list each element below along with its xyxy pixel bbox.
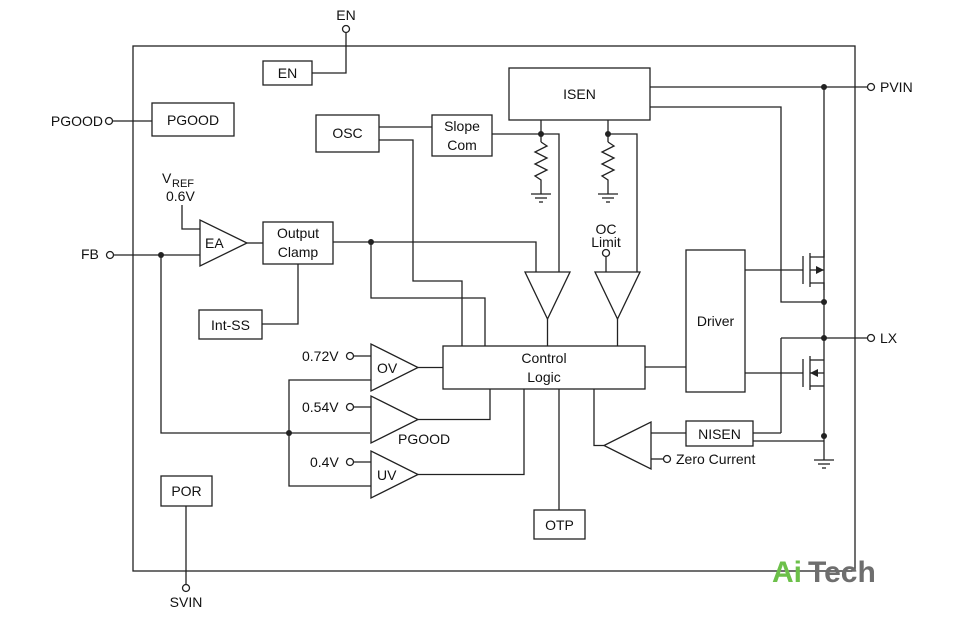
isen-sense-wire — [650, 106, 824, 303]
fb-uv-wire — [288, 433, 371, 487]
pwm-comparator — [523, 271, 572, 346]
svg-text:V: V — [162, 170, 172, 186]
pvin-pin-label: PVIN — [880, 79, 913, 95]
svg-text:Tech: Tech — [808, 556, 876, 589]
por-block: POR — [160, 475, 213, 507]
vref-label: V REF 0.6V — [162, 170, 195, 204]
svg-text:Driver: Driver — [697, 313, 735, 329]
en-block: EN — [262, 60, 313, 86]
zero-current-comparator: Zero Current — [593, 389, 755, 471]
svg-text:Com: Com — [447, 137, 477, 153]
pgood-block: PGOOD — [151, 102, 235, 137]
lx-pin-label: LX — [880, 330, 898, 346]
vref-wire — [181, 205, 200, 230]
fb-ov-wire — [288, 379, 371, 433]
svg-text:EA: EA — [205, 235, 224, 251]
output-clamp-block: Output Clamp — [262, 221, 334, 265]
svg-text:REF: REF — [172, 178, 194, 190]
osc-block: OSC — [315, 114, 380, 153]
lx-pin: LX — [780, 330, 898, 433]
svg-text:OTP: OTP — [545, 517, 574, 533]
svg-text:0.6V: 0.6V — [166, 188, 195, 204]
svg-text:PGOOD: PGOOD — [167, 112, 219, 128]
pgood-comparator: 0.54V PGOOD — [302, 389, 491, 447]
svg-text:Zero Current: Zero Current — [676, 451, 755, 467]
en-pin: EN — [312, 7, 356, 74]
fb-pin: FB — [81, 246, 370, 436]
clamp-comp-wire — [333, 241, 537, 272]
isen-block: ISEN — [508, 67, 651, 121]
ov-comparator: 0.72V OV — [302, 342, 443, 393]
high-side-mosfet — [745, 250, 825, 290]
svg-text:Output: Output — [277, 225, 319, 241]
isen-sense-resistor-left — [531, 120, 560, 272]
intss-wire — [262, 264, 299, 325]
svg-text:Int-SS: Int-SS — [211, 317, 250, 333]
svg-text:PGOOD: PGOOD — [398, 431, 450, 447]
ea-amplifier: EA — [199, 218, 249, 268]
nisen-block: NISEN — [685, 420, 754, 447]
svg-text:Slope: Slope — [444, 118, 480, 134]
fb-pin-label: FB — [81, 246, 99, 262]
chip-outline — [132, 45, 856, 572]
svg-text:Limit: Limit — [591, 234, 621, 250]
svin-pin: SVIN — [170, 506, 203, 610]
svg-text:0.4V: 0.4V — [310, 454, 339, 470]
osc-control-wire — [379, 139, 463, 346]
isen-sense-resistor-right — [598, 120, 638, 272]
oc-limit-comparator: OC Limit — [591, 221, 642, 346]
svg-text:OC: OC — [596, 221, 617, 237]
svg-text:UV: UV — [377, 467, 397, 483]
otp-block: OTP — [533, 509, 586, 540]
clamp-control-wire — [370, 242, 486, 346]
pgood-pin-label: PGOOD — [51, 113, 103, 129]
svin-pin-label: SVIN — [170, 594, 203, 610]
int-ss-block: Int-SS — [198, 309, 263, 340]
svg-text:OSC: OSC — [332, 125, 362, 141]
brand-logo: Ai Tech — [772, 556, 876, 589]
svg-text:Logic: Logic — [527, 369, 560, 385]
svg-text:Clamp: Clamp — [278, 244, 319, 260]
pvin-pin: PVIN — [650, 79, 913, 95]
svg-text:Control: Control — [521, 350, 566, 366]
en-pin-label: EN — [336, 7, 355, 23]
pgood-pin: PGOOD — [51, 113, 152, 129]
driver-block: Driver — [685, 249, 746, 393]
svg-text:ISEN: ISEN — [563, 86, 596, 102]
low-side-mosfet — [745, 356, 824, 390]
svg-text:EN: EN — [278, 65, 297, 81]
svg-text:0.54V: 0.54V — [302, 399, 339, 415]
svg-text:0.72V: 0.72V — [302, 348, 339, 364]
control-logic-block: Control Logic — [442, 345, 646, 390]
svg-text:OV: OV — [377, 360, 398, 376]
uv-comparator: 0.4V UV — [310, 389, 525, 500]
svg-text:Ai: Ai — [772, 556, 802, 589]
lx-ground — [814, 436, 834, 469]
svg-text:NISEN: NISEN — [698, 426, 741, 442]
svg-text:POR: POR — [171, 483, 201, 499]
slope-com-block: Slope Com — [431, 114, 493, 157]
